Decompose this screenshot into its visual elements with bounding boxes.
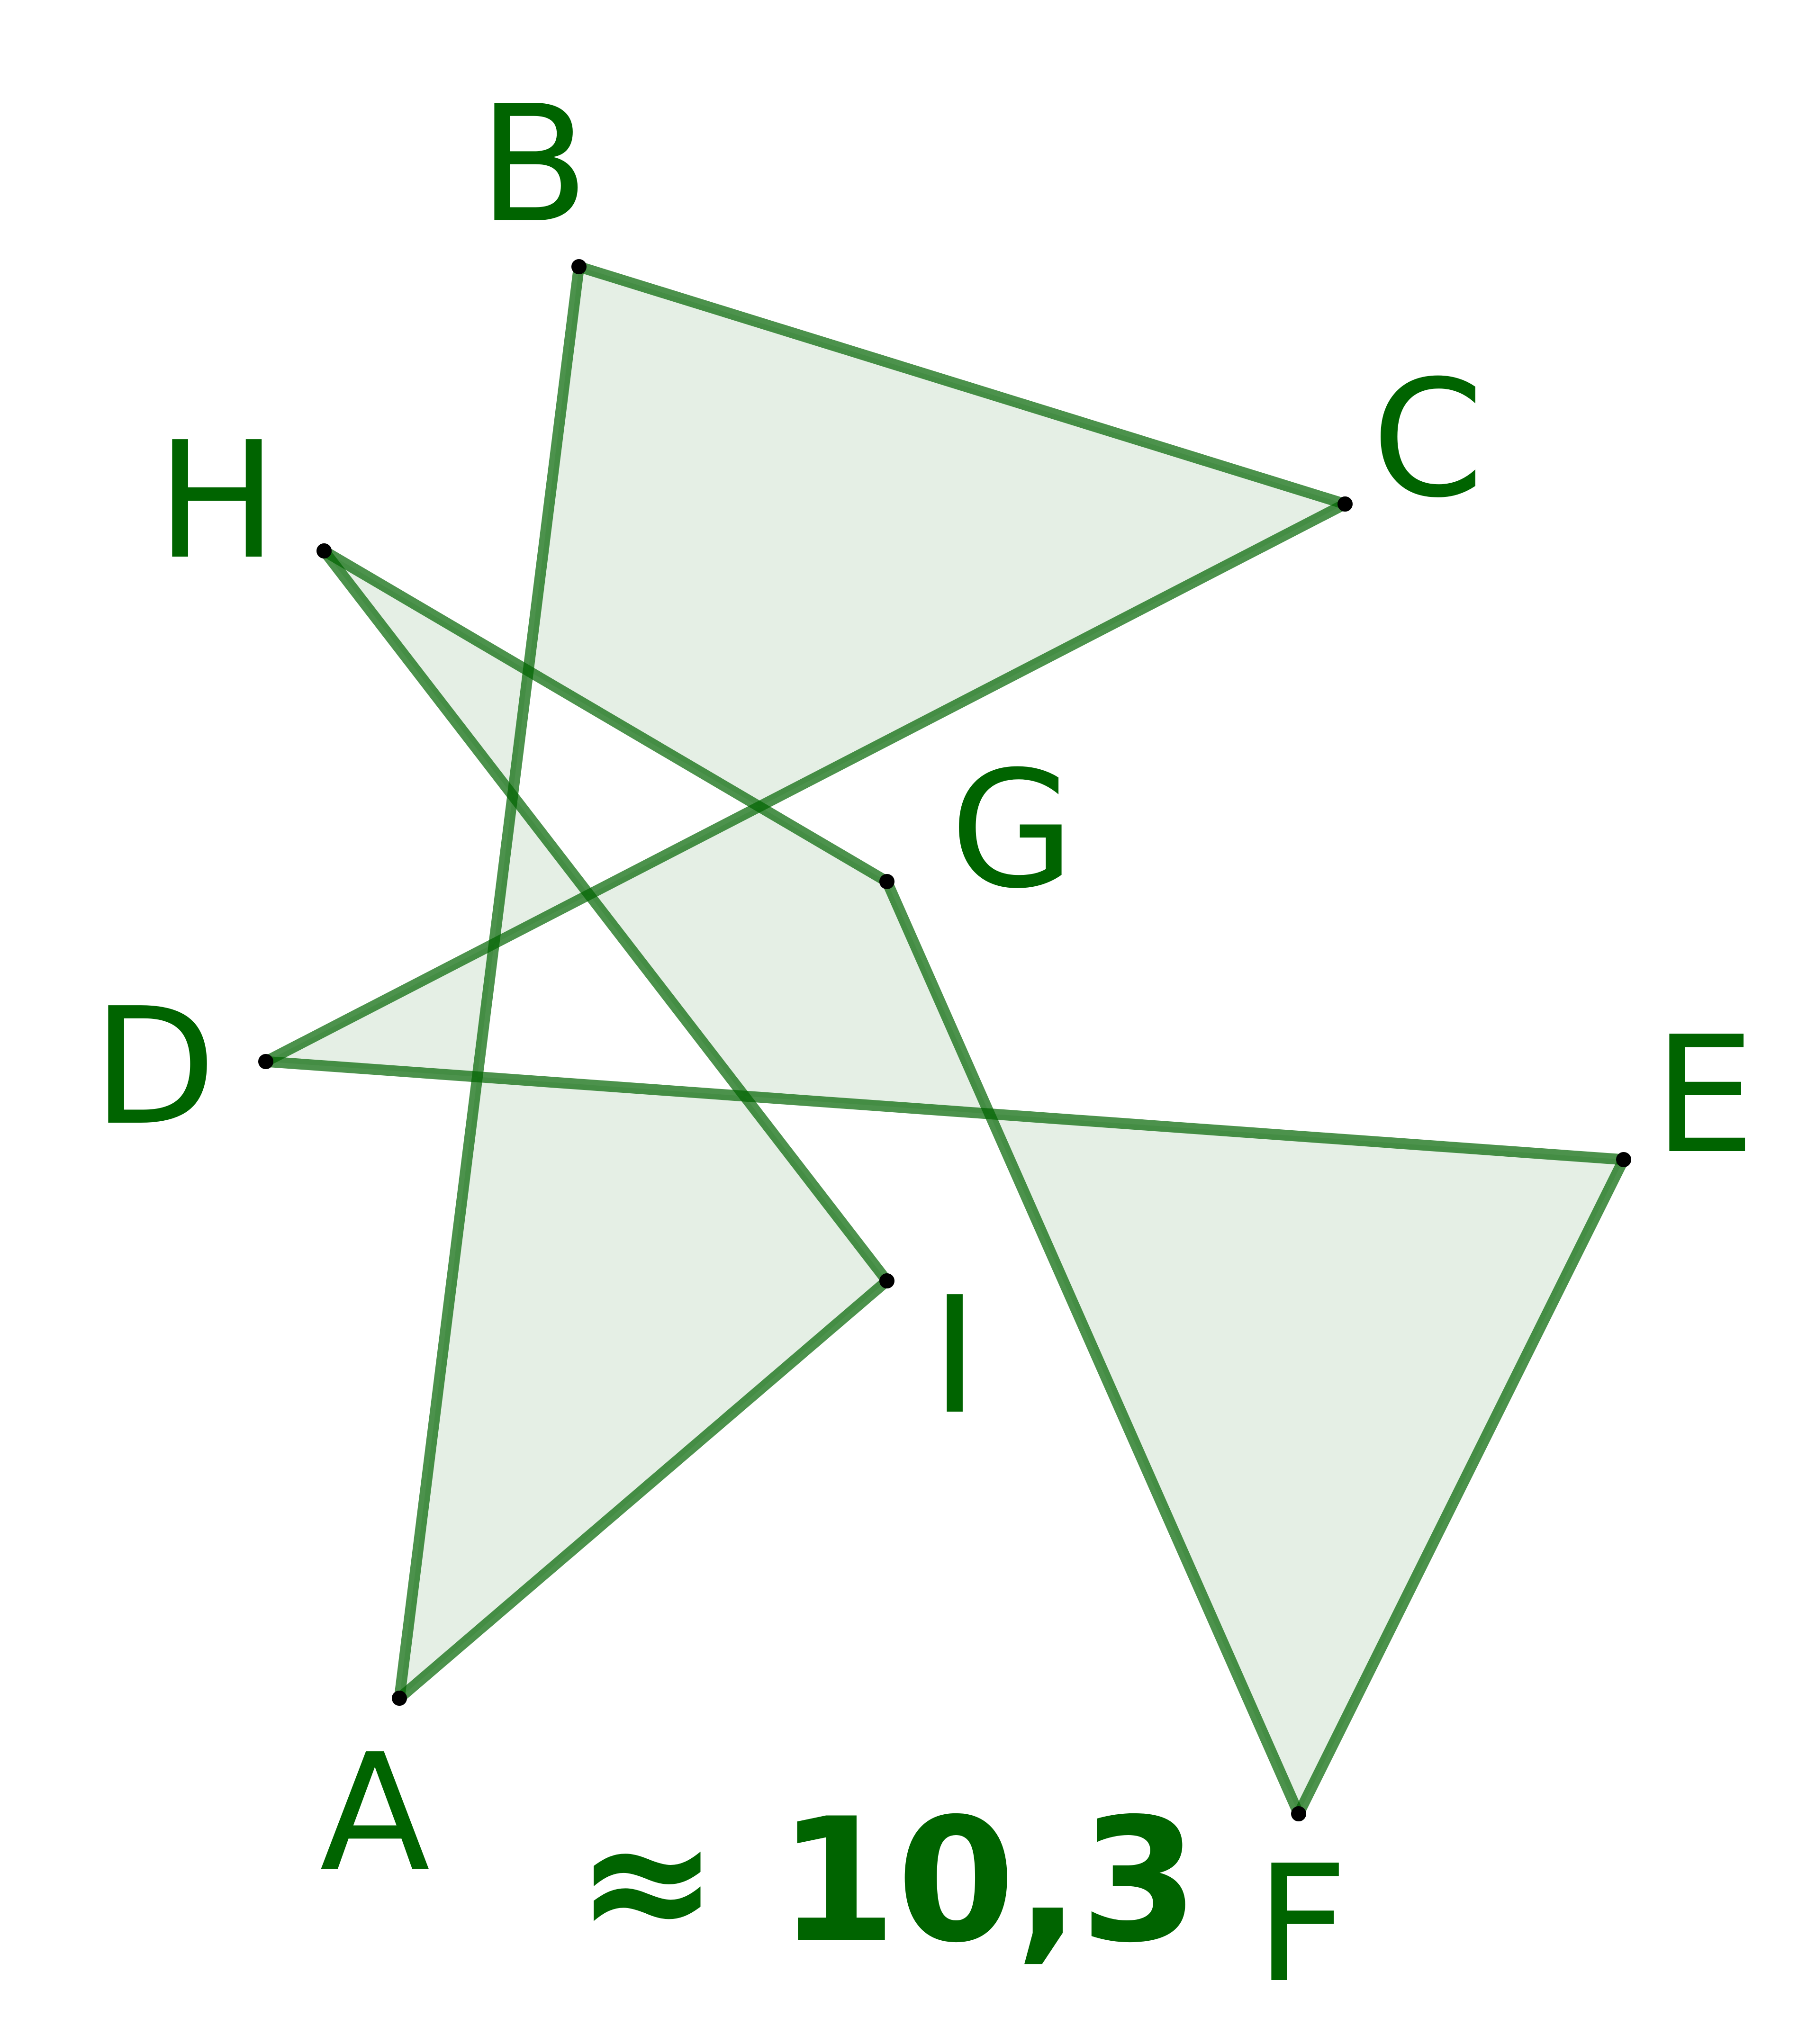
polygon-area-fill: [266, 267, 1624, 1814]
vertex-e-point: [1616, 1152, 1631, 1167]
vertex-d-label: D: [92, 973, 217, 1161]
vertex-f-label: F: [1256, 1831, 1348, 2018]
vertex-i-point: [879, 1273, 894, 1288]
edge-gh: [318, 545, 893, 887]
vertex-b-point: [571, 259, 587, 274]
edge-fg: [881, 876, 1304, 1819]
edge-ia: [394, 1275, 893, 1704]
vertex-h-label: H: [156, 407, 278, 595]
vertex-a-point: [392, 1691, 407, 1706]
edge-ab: [394, 261, 585, 1704]
vertex-c-label: C: [1372, 346, 1484, 533]
edge-hi: [318, 545, 893, 1287]
vertex-f-point: [1291, 1806, 1306, 1821]
vertex-g-point: [879, 874, 894, 889]
area-value-label: ≈ 10,3: [576, 1782, 1199, 1980]
edge-cd: [260, 498, 1351, 1067]
vertex-e-label: E: [1653, 1002, 1755, 1189]
vertex-c-point: [1337, 496, 1353, 512]
vertex-b-label: B: [479, 71, 589, 259]
vertex-g-label: G: [950, 737, 1075, 924]
vertex-labels: A B C D E F G H I: [92, 71, 1755, 2018]
vertex-h-point: [316, 543, 332, 558]
vertex-a-label: A: [320, 1720, 431, 1907]
vertex-i-label: I: [931, 1262, 978, 1450]
edge-ef: [1293, 1154, 1629, 1819]
vertex-d-point: [258, 1054, 273, 1069]
polygon-edges: [260, 261, 1629, 1819]
edge-bc: [573, 261, 1351, 510]
edge-de: [260, 1056, 1629, 1165]
polygon-vertices: [258, 259, 1631, 1821]
